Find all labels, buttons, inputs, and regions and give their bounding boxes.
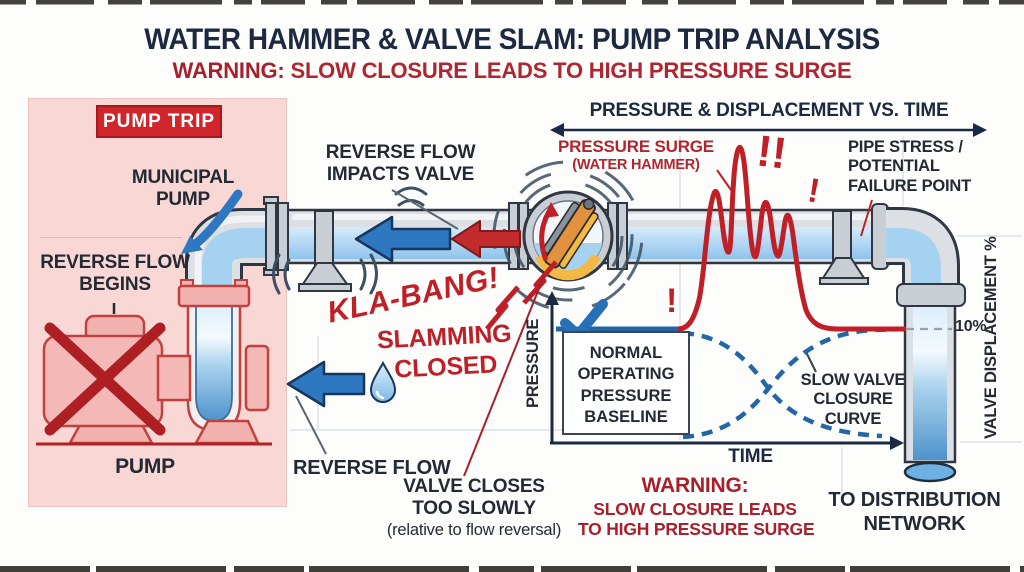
page-warning-subtitle: WARNING: SLOW CLOSURE LEADS TO HIGH PRES… [0, 58, 1024, 84]
chart-heading-span-arrow [550, 123, 987, 137]
displacement-axis-label: VALVE DISPLACEMENT % [982, 236, 1000, 440]
double-exclamation-icon: !! [754, 126, 790, 179]
reverse-flow-arrow [286, 360, 366, 408]
valve-closes-label: VALVE CLOSES TOO SLOWLY (relative to flo… [378, 476, 570, 540]
pump-suction-pipe [177, 279, 251, 432]
vibration-marks-supports [272, 186, 428, 295]
page-title: WATER HAMMER & VALVE SLAM: PUMP TRIP ANA… [144, 23, 880, 56]
chart-axes [545, 291, 904, 450]
exclamation-icon: ! [666, 282, 678, 320]
warning-label: WARNING: [172, 58, 285, 83]
lightning-bolts-icon [485, 260, 558, 331]
baseline-box: NORMAL OPERATING PRESSURE BASELINE [562, 331, 690, 435]
slamming-closed-label: SLAMMING CLOSED [376, 319, 513, 384]
right-pipe-elbow [886, 207, 966, 483]
warning-text: SLOW CLOSURE LEADS TO HIGH PRESSURE SURG… [284, 58, 852, 83]
reverse-flow-begins-label: REVERSE FLOW BEGINS [40, 252, 190, 296]
panel-divider [40, 237, 182, 238]
reverse-flow-label: REVERSE FLOW [293, 457, 451, 479]
reverse-flow-impacts-label: REVERSE FLOW IMPACTS VALVE [325, 142, 476, 186]
chart-heading: PRESSURE & DISPLACEMENT VS. TIME [589, 100, 949, 121]
surge-curve [677, 144, 906, 332]
distribution-network-label: TO DISTRIBUTION NETWORK [828, 489, 1001, 535]
curved-flow-arrow [181, 189, 243, 254]
time-axis-label: TIME [728, 446, 773, 467]
pipe-stress-label: PIPE STRESS / POTENTIAL FAILURE POINT [848, 138, 971, 195]
pressure-axis-label: PRESSURE [524, 318, 542, 408]
pointer-lines [112, 169, 873, 477]
pipe-support-left [298, 210, 352, 292]
flow-arrow-blue [354, 215, 452, 263]
valve-closure-curves [682, 326, 907, 440]
displacement-10pct-marker: 10% [955, 318, 987, 335]
flow-arrow-red [451, 220, 521, 258]
pump-trip-badge: PUMP TRIP [96, 105, 222, 138]
municipal-pump-label: MUNICIPAL PUMP [131, 167, 235, 211]
valve-closes-note: (relative to flow reversal) [386, 520, 562, 539]
check-valve-icon [522, 190, 614, 282]
water-droplet-icon [369, 360, 397, 403]
left-pipe-elbow [185, 208, 288, 292]
slow-valve-curve-label: SLOW VALVE CLOSURE CURVE [800, 371, 906, 428]
red-x-icon [44, 322, 166, 436]
pump-label: PUMP [115, 455, 175, 478]
footer-warning: WARNING: SLOW CLOSURE LEADS TO HIGH PRES… [578, 474, 815, 540]
pipe-support-right [819, 210, 869, 285]
pressure-surge-label: PRESSURE SURGE (WATER HAMMER) [558, 137, 714, 174]
